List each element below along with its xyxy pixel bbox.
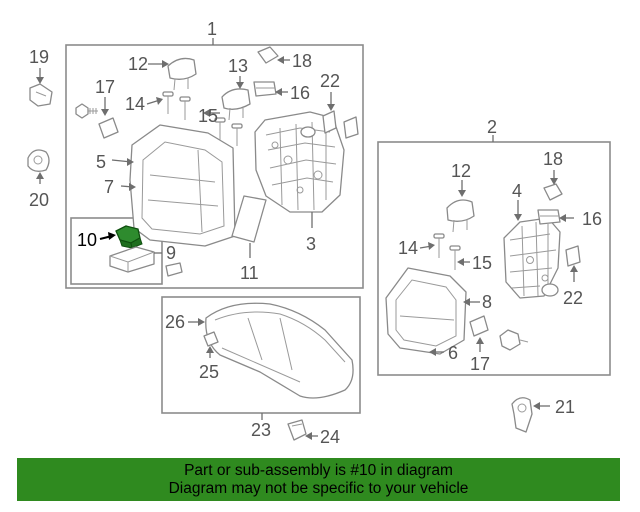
headrest-guide-part-14[interactable] (162, 91, 191, 120)
clip-part-16-right[interactable] (537, 209, 561, 225)
callout-15b: 15 (472, 253, 492, 273)
retainer-part-24[interactable] (287, 419, 307, 441)
callout-19: 19 (29, 47, 49, 67)
bolt-part-17-right[interactable] (499, 329, 529, 351)
seat-cushion-part-26[interactable] (205, 302, 354, 399)
callout-5: 5 (96, 152, 106, 172)
banner-line-2: Diagram may not be specific to your vehi… (168, 479, 469, 497)
seat-back-cushion-part-8[interactable] (385, 267, 467, 355)
callout-8: 8 (482, 292, 492, 312)
latch-part-19[interactable] (29, 83, 53, 107)
clip-part-16[interactable] (253, 81, 277, 97)
callout-18b: 18 (543, 149, 563, 169)
callout-3: 3 (306, 234, 316, 254)
headrest-guide-part-14-right[interactable] (433, 233, 445, 258)
callout-17b: 17 (470, 354, 490, 374)
pad-part-11[interactable] (231, 195, 267, 243)
group-box-1 (65, 44, 364, 289)
callout-23: 23 (251, 420, 271, 440)
trim-part-22-right[interactable] (541, 245, 581, 297)
group-box-23 (161, 296, 361, 414)
banner-line-1: Part or sub-assembly is #10 in diagram (184, 461, 453, 479)
callout-17a: 17 (95, 77, 115, 97)
callout-4: 4 (512, 181, 522, 201)
callout-12a: 12 (128, 54, 148, 74)
headrest-part-12-right[interactable] (446, 199, 475, 233)
callout-2: 2 (487, 117, 497, 137)
trim-part-22[interactable] (300, 110, 359, 139)
group-box-2 (377, 141, 611, 376)
callout-25: 25 (199, 362, 219, 382)
info-banner: Part or sub-assembly is #10 in diagram D… (17, 458, 620, 501)
callout-21: 21 (555, 397, 575, 417)
callout-18a: 18 (292, 51, 312, 71)
clip-part-25[interactable] (203, 331, 219, 347)
bolt-part-17[interactable] (75, 103, 98, 119)
group-box-9 (70, 217, 163, 285)
callout-14a: 14 (125, 94, 145, 114)
seat-back-cushion-part-7[interactable] (129, 124, 236, 247)
callout-13: 13 (228, 56, 248, 76)
callout-14b: 14 (398, 238, 418, 258)
callout-6: 6 (448, 343, 458, 363)
insert-part-9[interactable] (109, 246, 183, 277)
highlighted-part-10[interactable] (115, 225, 143, 249)
callout-10: 10 (77, 230, 97, 250)
callout-16a: 16 (290, 83, 310, 103)
headrest-guide-part-15-right[interactable] (449, 245, 461, 270)
headrest-guide-part-15[interactable] (214, 117, 243, 146)
cap-part-18[interactable] (257, 46, 279, 64)
seat-back-frame-part-3[interactable] (254, 111, 345, 213)
callout-16b: 16 (582, 209, 602, 229)
latch-part-21[interactable] (511, 397, 533, 433)
callout-9: 9 (166, 243, 176, 263)
callout-26: 26 (165, 312, 185, 332)
bracket-part-17-right[interactable] (469, 315, 489, 337)
parts-diagram: 1 3 5 7 12 13 14 (27, 19, 611, 447)
headrest-part-13[interactable] (221, 88, 251, 121)
callout-20: 20 (29, 190, 49, 210)
bracket-part-17[interactable] (98, 117, 119, 139)
seat-back-frame-part-4[interactable] (503, 217, 561, 299)
callout-1: 1 (207, 19, 217, 39)
cap-part-18-right[interactable] (543, 183, 563, 201)
callout-7: 7 (104, 177, 114, 197)
callout-15a: 15 (198, 106, 218, 126)
callout-22a: 22 (320, 71, 340, 91)
headrest-part-12[interactable] (167, 57, 197, 91)
callout-24: 24 (320, 427, 340, 447)
callout-22b: 22 (563, 288, 583, 308)
callout-11: 11 (240, 263, 259, 283)
callout-12b: 12 (451, 161, 471, 181)
striker-part-20[interactable] (27, 149, 50, 172)
